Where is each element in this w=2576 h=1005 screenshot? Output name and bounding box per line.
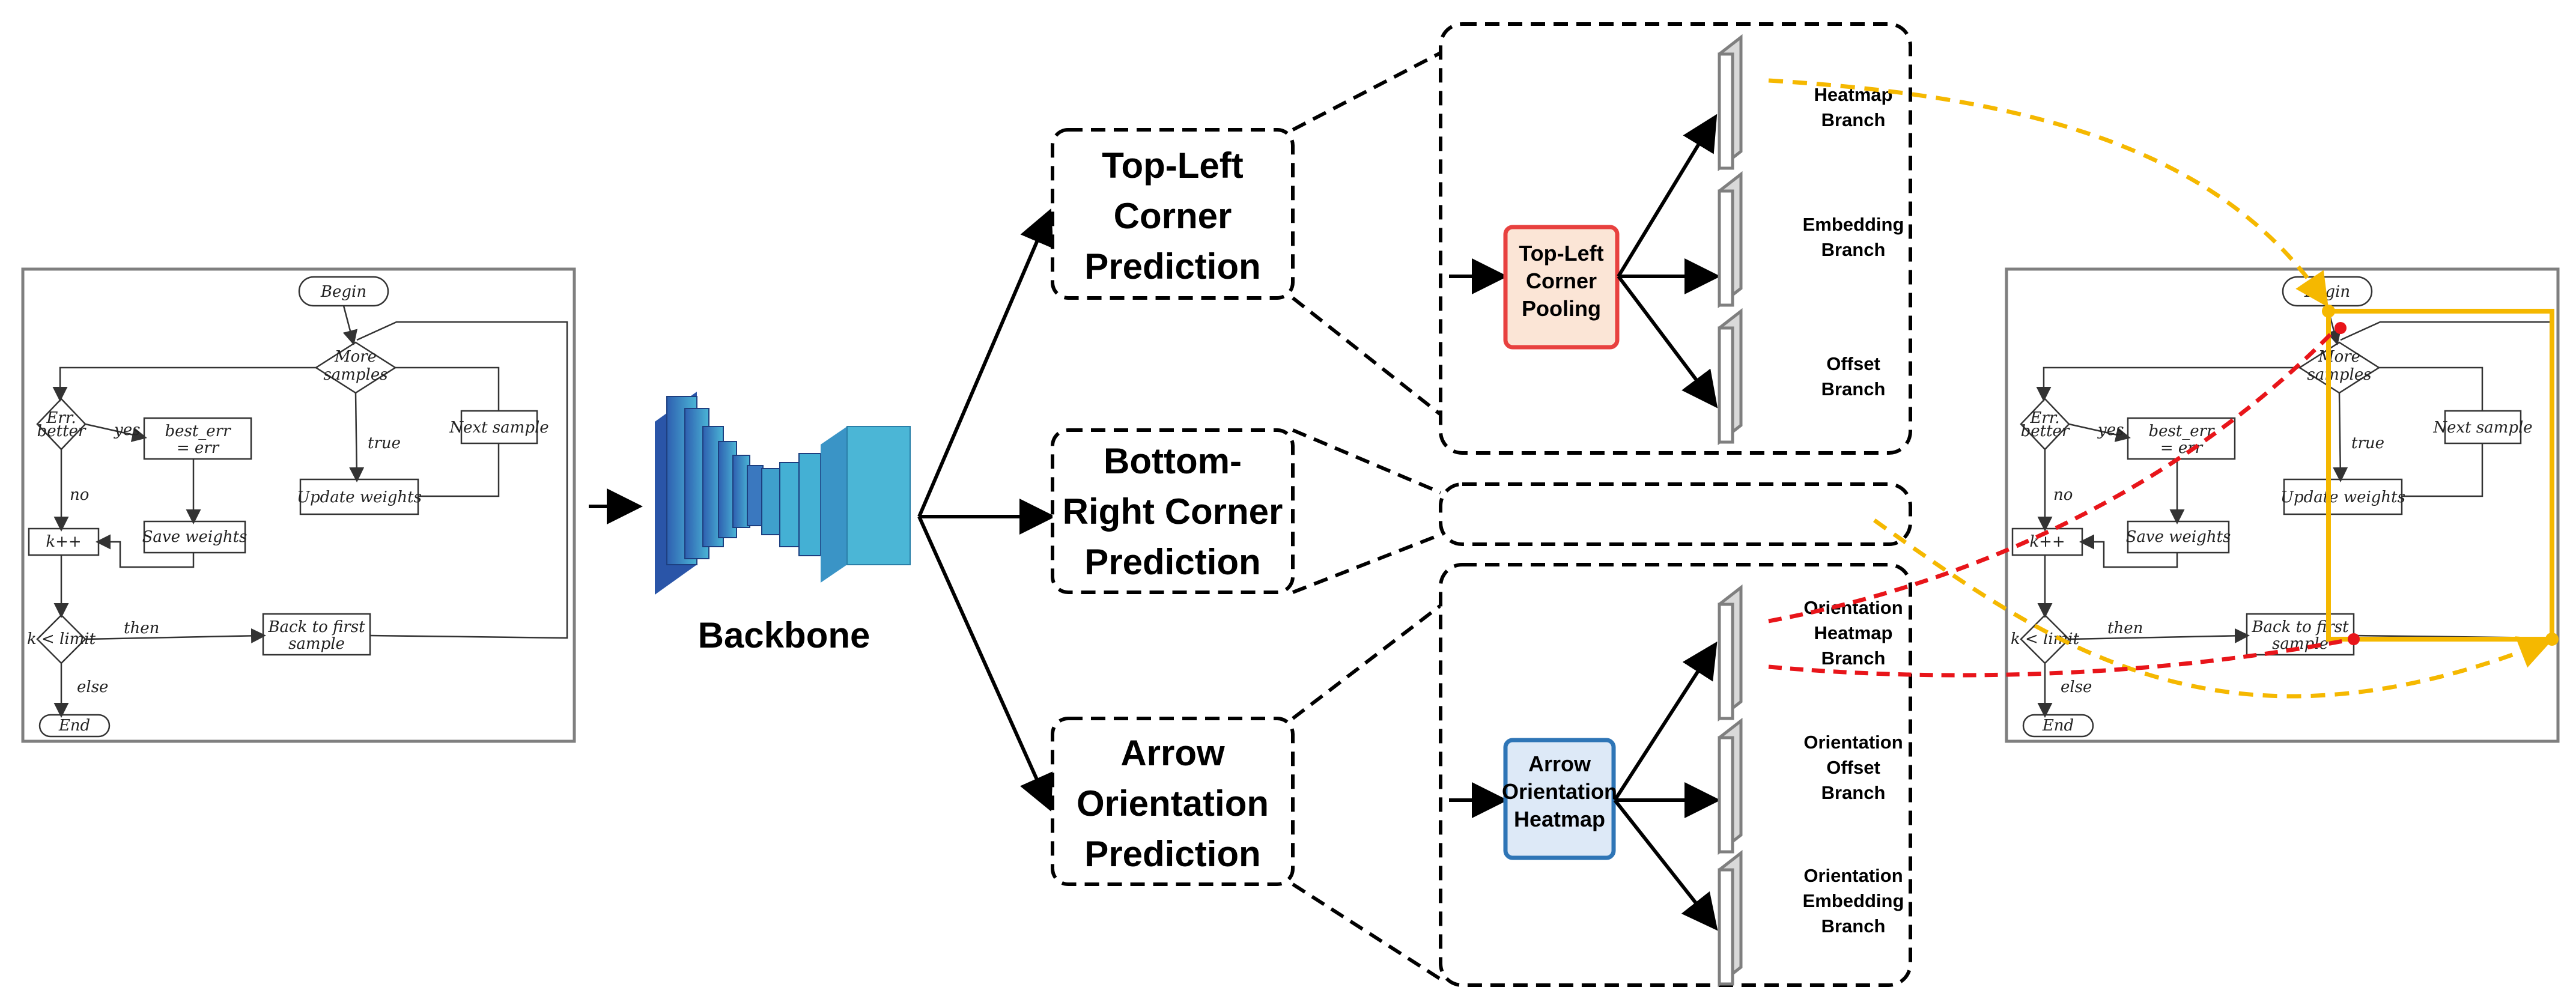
branch-o-offset-line2: Offset xyxy=(1826,757,1880,778)
branch-offset-line2: Branch xyxy=(1821,378,1886,399)
head-orientation-line3: Prediction xyxy=(1084,834,1260,874)
branch-o-offset-line3: Branch xyxy=(1821,782,1886,803)
branch-embedding-line2: Branch xyxy=(1821,239,1886,260)
head-box-bottom-right xyxy=(1051,428,1295,594)
pool-bottom-line3: Heatmap xyxy=(1514,807,1605,831)
head-orientation-line2: Orientation xyxy=(1077,783,1269,824)
fc2-no: no xyxy=(2053,486,2073,504)
fc-better: better xyxy=(37,422,87,440)
fc2-kpp: k++ xyxy=(2029,533,2065,551)
zoom-lines xyxy=(1292,51,1442,981)
head-top-left-line1: Top-Left xyxy=(1102,145,1243,186)
fc2-better: better xyxy=(2021,422,2070,440)
fc-no: no xyxy=(70,486,89,504)
orientation-heatmap-feature-map xyxy=(1718,584,1743,722)
head-box-top-left xyxy=(1051,128,1295,300)
backbone-icon xyxy=(655,392,911,595)
head-bottom-right-line3: Prediction xyxy=(1084,542,1260,582)
input-flowchart-image: Begin More samples Err. better best_err … xyxy=(21,267,576,743)
fc-true: true xyxy=(368,434,401,452)
branch-offset-line1: Offset xyxy=(1826,353,1880,374)
head-box-orientation xyxy=(1051,717,1295,886)
fc2-begin: Begin xyxy=(2304,283,2350,301)
arrow-tail-point xyxy=(2348,633,2360,645)
fc-save-weights: Save weights xyxy=(142,528,248,546)
fc2-more: More xyxy=(2318,348,2360,366)
pool-bottom-line1: Arrow xyxy=(1528,751,1591,776)
fc-more: More xyxy=(334,348,377,366)
head-orientation-line1: Arrow xyxy=(1120,733,1225,773)
offset-feature-map xyxy=(1718,308,1743,446)
branch-o-heatmap-line3: Branch xyxy=(1821,648,1886,669)
fc-update-weights: Update weights xyxy=(297,488,422,506)
fc-sample: sample xyxy=(288,635,345,653)
predicted-bounding-box xyxy=(2326,309,2554,642)
fc-err: Err. xyxy=(46,409,76,427)
heatmap-to-corner-curve xyxy=(1768,78,2328,308)
fc-k-limit: k < limit xyxy=(27,630,96,648)
branch-o-heatmap-line2: Heatmap xyxy=(1814,622,1893,643)
fc-then: then xyxy=(124,619,159,637)
fc-begin: Begin xyxy=(320,283,366,301)
fc2-yes: yes xyxy=(2097,421,2124,439)
fc2-samples: samples xyxy=(2307,366,2371,384)
branch-o-embedding-line3: Branch xyxy=(1821,915,1886,937)
fc2-then: then xyxy=(2107,619,2143,637)
bottom-right-corner-point xyxy=(2545,633,2559,646)
fc2-save-weights: Save weights xyxy=(2126,528,2231,546)
heatmap-feature-map xyxy=(1718,34,1743,172)
fc2-true: true xyxy=(2351,434,2384,452)
branch-o-embedding-line1: Orientation xyxy=(1803,865,1903,886)
fc2-end: End xyxy=(2042,717,2074,735)
fc-eq-err: = err xyxy=(177,439,220,457)
bottom-right-corner-curve xyxy=(1873,518,2553,699)
top-left-corner-pooling-box xyxy=(1503,225,1620,350)
fc2-err: Err. xyxy=(2029,409,2059,427)
detail-box-bottom-right xyxy=(1439,482,1912,546)
fc-yes: yes xyxy=(114,421,140,439)
pool-top-line3: Pooling xyxy=(1522,296,1601,321)
fc-back: Back to first xyxy=(267,618,365,636)
pool-top-line2: Corner xyxy=(1526,269,1597,293)
fc-next-sample: Next sample xyxy=(449,419,548,437)
fc2-next-sample: Next sample xyxy=(2432,419,2532,437)
head-top-left-line3: Prediction xyxy=(1084,246,1260,287)
head-top-left-line2: Corner xyxy=(1114,196,1232,236)
fc-best-err: best_err xyxy=(165,422,231,440)
branch-embedding-line1: Embedding xyxy=(1803,214,1904,235)
head-bottom-right-line2: Right Corner xyxy=(1063,491,1283,532)
fc-end: End xyxy=(58,717,90,735)
fc2-back: Back to first xyxy=(2251,618,2349,636)
fc-else: else xyxy=(77,678,108,696)
backbone-label: Backbone xyxy=(698,615,870,655)
orientation-offset-feature-map xyxy=(1718,717,1743,855)
pool-top-line1: Top-Left xyxy=(1519,241,1603,266)
branch-o-embedding-line2: Embedding xyxy=(1803,890,1904,911)
branch-o-offset-line1: Orientation xyxy=(1803,732,1903,753)
fc2-else: else xyxy=(2061,678,2092,696)
top-left-corner-point xyxy=(2322,305,2335,318)
pool-bottom-line2: Orientation xyxy=(1502,779,1617,804)
fc-kpp: k++ xyxy=(46,533,81,551)
output-flowchart-image: Begin More samples Err. better best_err … xyxy=(2005,267,2560,743)
head-bottom-right-line1: Bottom- xyxy=(1104,441,1242,481)
fc2-best-err: best_err xyxy=(2148,422,2215,440)
arrow-head-point xyxy=(2334,322,2347,334)
fc2-update-weights: Update weights xyxy=(2280,488,2405,506)
embedding-feature-map xyxy=(1718,171,1743,309)
orientation-tail-curve xyxy=(1768,638,2347,678)
fc-samples: samples xyxy=(323,366,387,384)
branch-heatmap-line2: Branch xyxy=(1821,109,1886,130)
orientation-embedding-feature-map xyxy=(1718,849,1743,988)
